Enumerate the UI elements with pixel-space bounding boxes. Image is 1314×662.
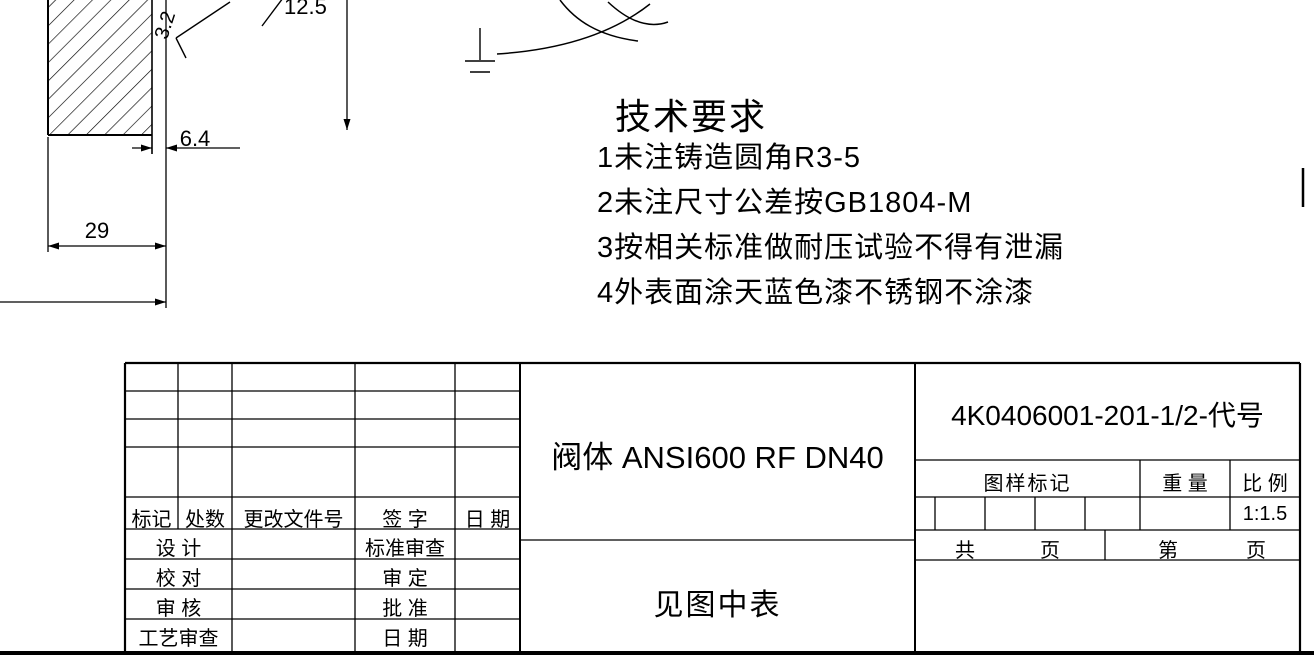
sheet-number-label: 第: [1158, 540, 1178, 562]
rev-header-count: 处数: [185, 509, 225, 531]
dimension-29: [48, 242, 166, 250]
dimension-6-4: [132, 144, 240, 152]
rev-header-signature: 签 字: [382, 509, 428, 531]
drawing-number: 4K0406001-201-1/2-代号: [951, 400, 1264, 431]
tech-requirements-title: 技术要求: [614, 96, 767, 137]
scale-header: 比 例: [1242, 473, 1288, 495]
sign-examine-label: 审 定: [382, 568, 428, 590]
sign-proofread-label: 校 对: [155, 568, 202, 590]
roughness-12-5-label: 12.5: [284, 0, 327, 19]
sheet-border: [0, 168, 1314, 655]
sign-standard-check-label: 标准审查: [365, 538, 445, 560]
part-name: 阀体 ANSI600 RF DN40: [551, 440, 884, 475]
sign-approve-label: 批 准: [382, 598, 428, 620]
sign-review-label: 审 核: [155, 598, 202, 620]
tech-requirements-list: 1未注铸造圆角R3-5 2未注尺寸公差按GB1804-M 3按相关标准做耐压试验…: [597, 136, 1064, 316]
material-note: 见图中表: [653, 589, 782, 622]
title-block-grid: [123, 361, 1302, 652]
tech-item: 4外表面涂天蓝色漆不锈钢不涂漆: [597, 277, 1035, 309]
tech-item: 2未注尺寸公差按GB1804-M: [597, 187, 973, 219]
dimension-lower: [0, 298, 166, 306]
dim-29-label: 29: [84, 218, 110, 243]
rev-header-mark: 标记: [131, 509, 172, 531]
rev-header-docno: 更改文件号: [243, 509, 344, 531]
sign-design-label: 设 计: [155, 538, 202, 560]
stamp-header: 图样标记: [983, 473, 1072, 495]
view-arcs: [496, 0, 669, 55]
tech-item: 1未注铸造圆角R3-5: [597, 142, 861, 174]
section-view: [47, 0, 167, 308]
dimension-vertical-arrow: [343, 0, 351, 130]
sheet-number-unit: 页: [1246, 540, 1266, 562]
sheets-total-label: 共: [955, 540, 975, 562]
datum-symbol: [465, 28, 495, 73]
scale-value: 1:1.5: [1242, 503, 1288, 525]
tech-item: 3按相关标准做耐压试验不得有泄漏: [597, 232, 1065, 264]
rev-header-date: 日 期: [464, 509, 511, 531]
dim-6-4-label: 6.4: [179, 126, 211, 151]
sheets-total-unit: 页: [1040, 540, 1060, 562]
roughness-symbol: [175, 0, 283, 59]
sign-date-label: 日 期: [382, 628, 428, 650]
weight-header: 重 量: [1162, 473, 1208, 495]
sign-process-check-label: 工艺审查: [138, 628, 219, 650]
